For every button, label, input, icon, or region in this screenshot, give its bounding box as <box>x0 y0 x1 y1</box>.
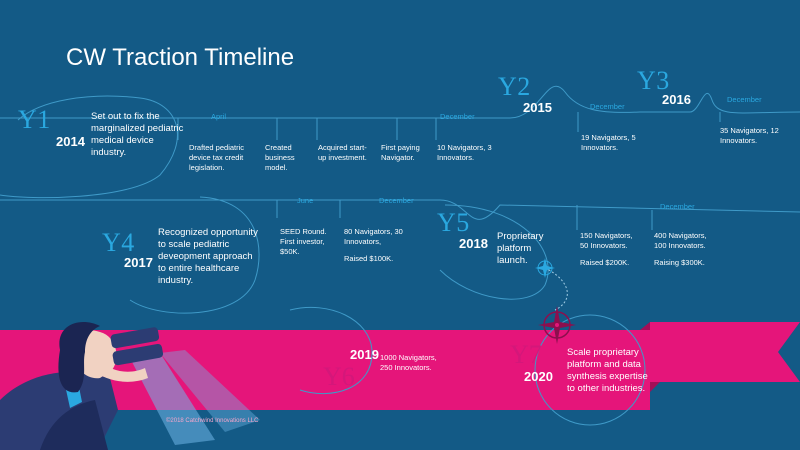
event-text: Drafted pediatric device tax credit legi… <box>189 143 245 172</box>
copyright: ©2018 Catchwind Innovations LLC <box>166 418 259 424</box>
pink-ribbon <box>0 322 800 410</box>
y6-arc <box>289 306 373 395</box>
page-title: CW Traction Timeline <box>66 44 295 71</box>
y7-year: 2020 <box>524 369 553 384</box>
y1-label: Y1 <box>18 105 51 134</box>
month-label: April <box>211 112 227 121</box>
y7-circle <box>534 314 646 426</box>
compass-icon <box>535 258 555 278</box>
y6-label: Y6 <box>323 362 355 391</box>
y6-description: 1000 Navigators, 250 Innovators. <box>380 353 437 372</box>
y1-description: Set out to fix the marginalized pediatri… <box>91 111 184 158</box>
y3-label: Y3 <box>637 66 670 95</box>
y4-arc <box>129 196 260 314</box>
event-text: Raised $100K. <box>344 254 394 263</box>
y7-label: Y7 <box>510 340 542 369</box>
y5-label: Y5 <box>437 208 470 237</box>
event-text: 35 Navigators, 12 Innovators. <box>720 126 779 145</box>
y4-description: Recognized opportunity to scale pediatri… <box>158 227 258 286</box>
event-text: 150 Navigators, 50 Innovators. <box>580 231 633 250</box>
y5-arc <box>439 204 549 300</box>
event-text: Created business model. <box>265 143 295 172</box>
row2-ticks <box>276 200 653 230</box>
y4-label: Y4 <box>102 228 135 257</box>
event-text: First paying Navigator. <box>381 143 420 162</box>
event-text: 80 Navigators, 30 Innovators, <box>344 227 403 246</box>
event-text: SEED Round. First investor, $50K. <box>280 227 327 256</box>
y2-label: Y2 <box>498 72 531 101</box>
event-text: Acquired start-up investment. <box>318 143 367 162</box>
row1-ticks <box>177 112 721 140</box>
month-label: December <box>379 196 414 205</box>
timeline-line-2 <box>0 199 800 220</box>
y7-description: Scale proprietary platform and data synt… <box>567 347 648 394</box>
y5-year: 2018 <box>459 236 488 251</box>
y6-year: 2019 <box>350 347 379 362</box>
y2-year: 2015 <box>523 100 552 115</box>
event-text: Raising $300K. <box>654 258 705 267</box>
person-with-binoculars-illustration <box>0 321 260 450</box>
month-label: December <box>590 102 625 111</box>
y5-description: Proprietary platform launch. <box>497 231 544 266</box>
compass-rose-icon <box>538 306 576 344</box>
event-text: 10 Navigators, 3 Innovators. <box>437 143 492 162</box>
event-text: 19 Navigators, 5 Innovators. <box>581 133 636 152</box>
event-text: 400 Navigators, 100 Innovators. <box>654 231 707 250</box>
y1-arc <box>0 95 178 199</box>
y1-year: 2014 <box>56 134 85 149</box>
y4-year: 2017 <box>124 255 153 270</box>
month-label: December <box>727 95 762 104</box>
month-label: December <box>440 112 475 121</box>
timeline-line-1-loops <box>509 85 800 119</box>
month-label: June <box>297 196 314 205</box>
event-text: Raised $200K. <box>580 258 630 267</box>
month-label: December <box>660 202 695 211</box>
y3-year: 2016 <box>662 92 691 107</box>
